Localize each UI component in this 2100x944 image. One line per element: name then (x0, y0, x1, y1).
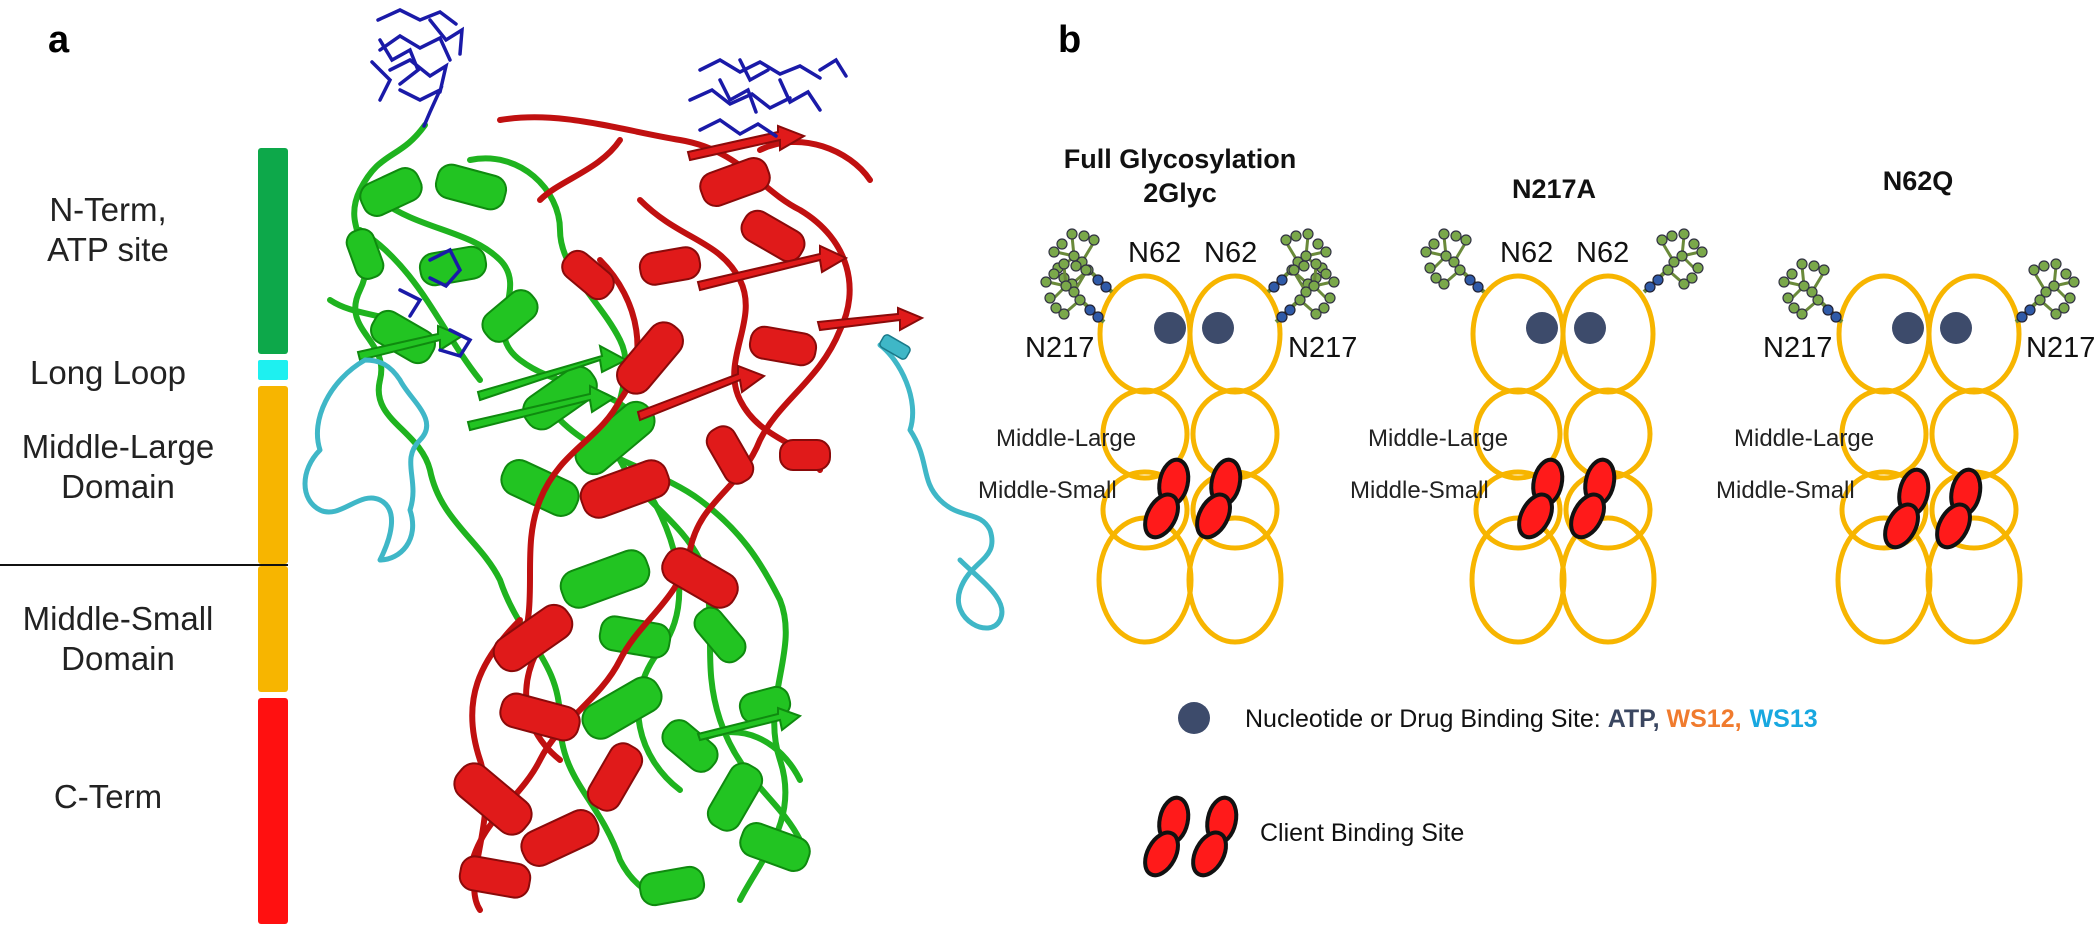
domain-label-long-loop: Long Loop (30, 354, 186, 391)
glycan-ligand-right (688, 57, 848, 138)
legend-client-icon-left (1136, 792, 1195, 883)
legend-client-text: Client Binding Site (1260, 819, 1464, 847)
variant-full-glycosylation: N62 N62 N217 N217 Middle-Large Middle-Sm… (978, 227, 1357, 645)
site-label-n217-right: N217 (1288, 332, 1357, 364)
chain-b-red (467, 114, 873, 913)
site-label-n62-left: N62 (1500, 237, 1553, 269)
site-label-n217-right: N217 (2026, 332, 2095, 364)
legend-sep: , (1653, 705, 1667, 733)
legend-ws13: WS13 (1750, 705, 1818, 733)
legend-nucleotide-text: Nucleotide or Drug Binding Site: ATP, WS… (1245, 705, 1818, 733)
nucleotide-site-right (1574, 312, 1606, 344)
domain-bar (258, 148, 288, 924)
legend-atp: ATP (1608, 705, 1655, 733)
variant-title-full-2: 2Glyc (1143, 178, 1217, 208)
variant-title-n62q: N62Q (1883, 166, 1954, 196)
variant-n217a: N62 N62 Middle-Large Middle-Small (1350, 227, 1709, 645)
protein-structure-ribbon (302, 8, 1005, 913)
glycan-tree-n217-left (1039, 257, 1106, 324)
nucleotide-site-right (1940, 312, 1972, 344)
domain-label-middle-small-1: Middle-Small (23, 600, 214, 637)
site-label-n217-left: N217 (1763, 332, 1832, 364)
domain-bar-n-term (258, 148, 288, 354)
dimer-outline (1469, 273, 1657, 645)
legend-nucleotide-icon (1178, 702, 1210, 734)
middle-large-label: Middle-Large (996, 425, 1136, 452)
legend: Nucleotide or Drug Binding Site: ATP, WS… (1136, 702, 1818, 883)
site-label-n62-right: N62 (1204, 237, 1257, 269)
legend-nucleotide-prefix: Nucleotide or Drug Binding Site: (1245, 705, 1608, 733)
domain-label-middle-small-2: Domain (61, 640, 175, 677)
site-label-n217-left: N217 (1025, 332, 1094, 364)
nucleotide-site-right (1202, 312, 1234, 344)
atp-ligand-left (398, 247, 473, 359)
client-site-right (1562, 454, 1621, 545)
domain-label-n-term-1: N-Term, (49, 191, 166, 228)
domain-annotations: Middle-Large Middle-Small (1716, 425, 1874, 504)
domain-label-middle-large-1: Middle-Large (22, 428, 215, 465)
variant-n62q: N217 N217 Middle-Large Middle-Small (1716, 257, 2095, 645)
middle-large-label: Middle-Large (1368, 425, 1508, 452)
domain-annotations: Middle-Large Middle-Small (978, 425, 1136, 504)
legend-client-icon-right (1184, 792, 1243, 883)
glycan-tree-n217-left (1777, 257, 1844, 324)
panel-b-label: b (1058, 19, 1081, 61)
glycan-ligand-left (370, 8, 465, 128)
nucleotide-site-left (1154, 312, 1186, 344)
dimer-outline (1096, 273, 1284, 645)
site-labels: N62 N62 N217 N217 (1025, 237, 1357, 364)
domain-label-middle-large-2: Domain (61, 468, 175, 505)
domain-label-c-term: C-Term (54, 778, 162, 815)
client-site-right (1928, 464, 1987, 555)
glycan-tree-n217-right (2014, 257, 2081, 324)
nucleotide-site-left (1892, 312, 1924, 344)
middle-small-label: Middle-Small (1350, 477, 1489, 504)
site-label-n62-right: N62 (1576, 237, 1629, 269)
domain-labels: N-Term, ATP site Long Loop Middle-Large … (22, 191, 215, 815)
domain-bar-middle-large (258, 386, 288, 564)
domain-bar-long-loop (258, 360, 288, 380)
site-labels: N217 N217 (1763, 332, 2095, 364)
middle-small-label: Middle-Small (978, 477, 1117, 504)
domain-bar-c-term (258, 698, 288, 924)
middle-small-label: Middle-Small (1716, 477, 1855, 504)
dimer-outline (1835, 273, 2023, 645)
loop-cyan-helix (879, 334, 911, 360)
glycan-tree-n62-right (1642, 227, 1709, 294)
domain-bar-middle-small (258, 566, 288, 692)
variant-title-n217a: N217A (1512, 174, 1596, 204)
long-loop-cyan (302, 342, 1005, 631)
client-site-right (1188, 454, 1247, 545)
glycan-tree-n62-left (1419, 227, 1486, 294)
panel-a-label: a (48, 19, 70, 61)
glycan-tree-n217-right (1274, 257, 1341, 324)
variant-titles: Full Glycosylation 2Glyc N217A N62Q (1064, 144, 1954, 208)
site-labels: N62 N62 (1500, 237, 1629, 269)
site-label-n62-left: N62 (1128, 237, 1181, 269)
domain-label-n-term-2: ATP site (47, 231, 169, 268)
domain-annotations: Middle-Large Middle-Small (1350, 425, 1508, 504)
variant-title-full-1: Full Glycosylation (1064, 144, 1297, 174)
nucleotide-site-left (1526, 312, 1558, 344)
legend-ws12: WS12, (1667, 705, 1742, 733)
chain-b-helices (453, 156, 831, 899)
middle-large-label: Middle-Large (1734, 425, 1874, 452)
